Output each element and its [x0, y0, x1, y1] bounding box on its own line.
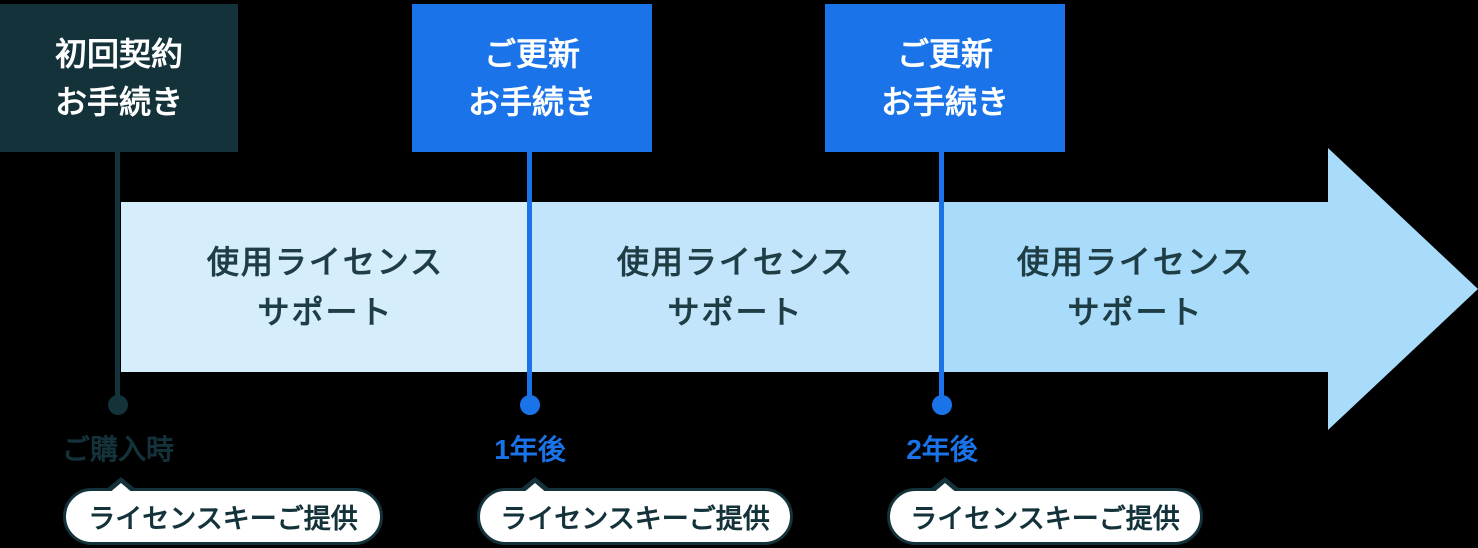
time-label-purchase: ご購入時	[61, 434, 174, 465]
support-band-label-line1: 使用ライセンス	[1016, 244, 1255, 280]
milestone-box-line1: 初回契約	[54, 36, 183, 72]
milestone-box-renewal-2: ご更新 お手続き	[825, 4, 1065, 152]
support-band-segment-2: 使用ライセンス サポート	[530, 202, 941, 372]
milestone-box-line1: ご更新	[483, 36, 580, 72]
license-key-bubble-1: ライセンスキーご提供	[63, 477, 383, 545]
support-band-label-line1: 使用ライセンス	[616, 244, 855, 280]
milestone-box-line2: お手続き	[467, 84, 596, 120]
license-key-bubble-label: ライセンスキーご提供	[88, 504, 358, 534]
milestone-box-initial-contract: 初回契約 お手続き	[0, 4, 238, 152]
milestone-box-line2: お手続き	[880, 84, 1009, 120]
milestone-box-line1: ご更新	[896, 36, 993, 72]
license-key-bubble-3: ライセンスキーご提供	[887, 477, 1203, 545]
timeline-dot-initial	[108, 395, 128, 415]
support-band-segment-3: 使用ライセンス サポート	[941, 202, 1330, 372]
connector-line-renewal-2	[939, 152, 944, 405]
support-band-label-line1: 使用ライセンス	[206, 244, 445, 280]
timeline-dot-renewal-1	[520, 395, 540, 415]
license-key-bubble-label: ライセンスキーご提供	[500, 504, 770, 534]
connector-line-renewal-1	[527, 152, 532, 405]
support-band-segment-1: 使用ライセンス サポート	[121, 202, 530, 372]
license-key-bubble-2: ライセンスキーご提供	[477, 477, 793, 545]
support-band-label-line2: サポート	[257, 294, 394, 330]
timeline-arrow-head	[1328, 148, 1478, 430]
support-band-label-line2: サポート	[1067, 294, 1204, 330]
connector-line-initial	[115, 152, 120, 405]
time-label-1-year: 1年後	[494, 434, 566, 465]
license-key-bubble-label: ライセンスキーご提供	[910, 504, 1180, 534]
time-label-2-years: 2年後	[906, 434, 978, 465]
milestone-box-line2: お手続き	[54, 84, 183, 120]
milestone-box-renewal-1: ご更新 お手続き	[412, 4, 652, 152]
timeline-dot-renewal-2	[932, 395, 952, 415]
support-band-label-line2: サポート	[667, 294, 804, 330]
